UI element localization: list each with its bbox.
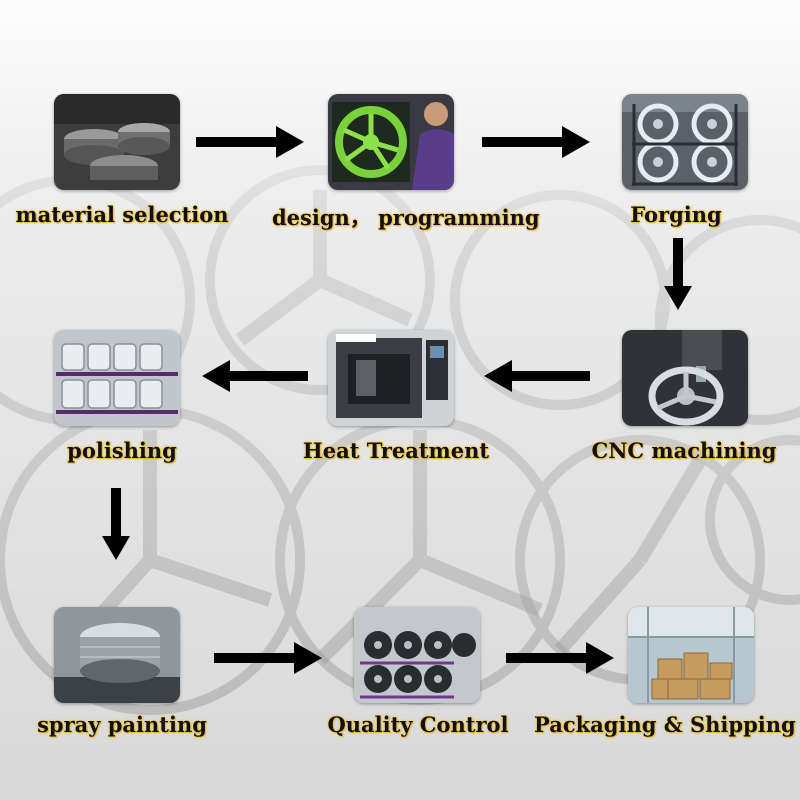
arrow-right-3: [214, 642, 322, 674]
polishing-photo: [54, 330, 180, 426]
forging-photo: [622, 94, 748, 190]
heat-treatment-photo: [328, 330, 454, 426]
material-selection-photo: [54, 94, 180, 190]
step-label-forging: Forging: [630, 202, 722, 227]
arrow-right-1: [196, 126, 304, 158]
arrow-right-2: [482, 126, 590, 158]
design-programming-photo: [328, 94, 454, 190]
step-label-cnc-machining: CNC machining: [591, 438, 777, 463]
arrow-left-1: [484, 360, 590, 392]
arrow-right-4: [506, 642, 614, 674]
step-label-polishing: polishing: [67, 438, 177, 463]
arrow-down-2: [102, 488, 130, 560]
step-label-heat-treatment: Heat Treatment: [302, 438, 490, 463]
arrow-left-2: [202, 360, 308, 392]
packaging-shipping-photo: [628, 607, 754, 703]
step-label-packaging-shipping: Packaging & Shipping: [534, 712, 796, 737]
step-label-quality-control: Quality Control: [327, 712, 509, 737]
step-label-design-programming: design， programming: [272, 205, 540, 230]
arrow-down-1: [664, 238, 692, 310]
quality-control-photo: [354, 607, 480, 703]
spray-painting-photo: [54, 607, 180, 703]
cnc-machining-photo: [622, 330, 748, 426]
step-label-spray-painting: spray painting: [37, 712, 207, 737]
step-label-material-selection: material selection: [15, 202, 229, 227]
